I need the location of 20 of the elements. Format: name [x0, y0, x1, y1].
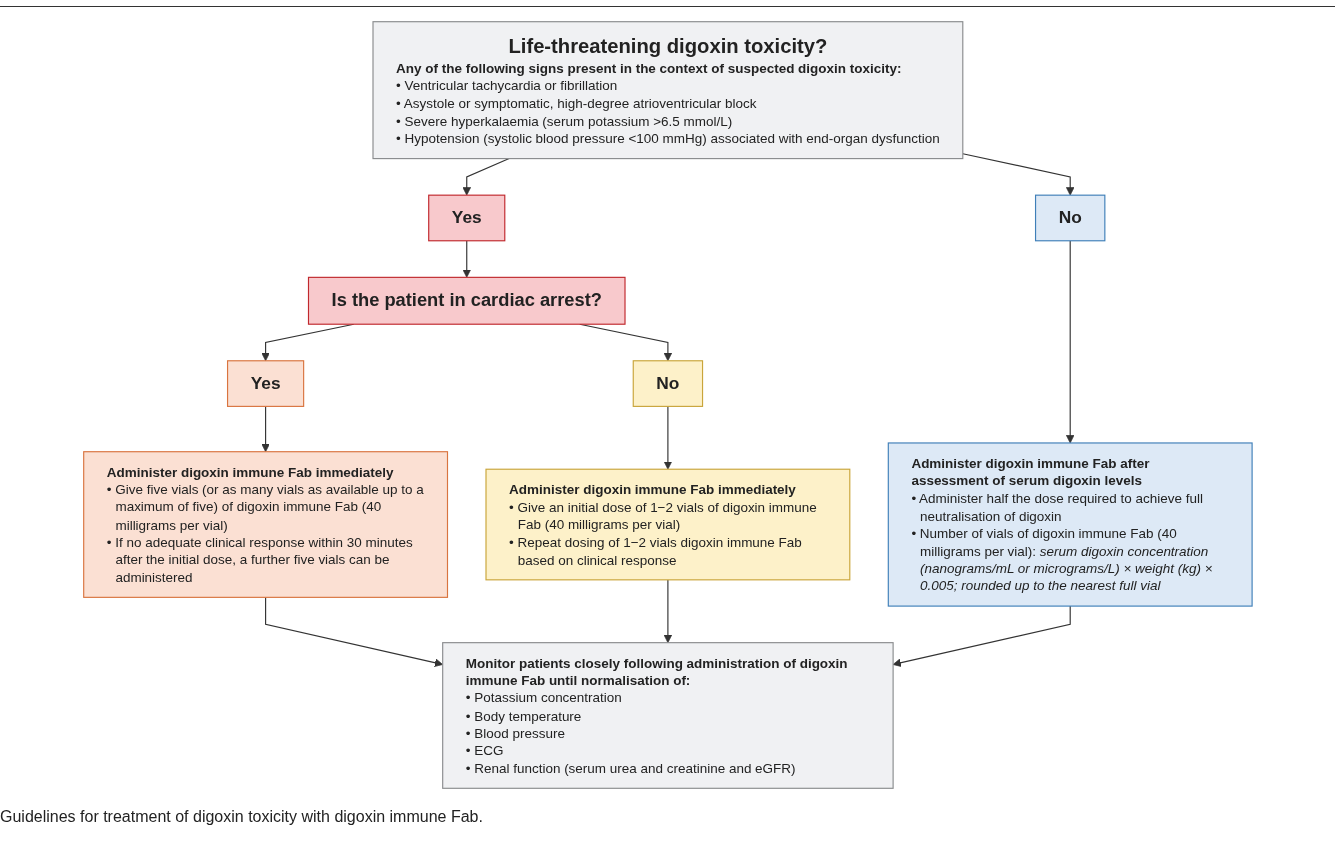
arrow: [264, 596, 443, 667]
caption: Guidelines for treatment of digoxin toxicity with digoxin immune Fab.: [0, 808, 483, 826]
node-box: Administer digoxin immune Fab after assessment of serum digoxin levels • Administer half the dose required to achieve full neutralisation of digoxin • Number of vials of digoxin immune Fab (40 milligrams per vial): serum digoxin concentration (nanograms/mL or micrograms/L) × weight (kg) × 0.005; rounded up to the nearest full vial: [887, 442, 1253, 607]
node-box: Life-threatening digoxin toxicity? Any of the following signs present in the context of suspected digoxin toxicity: • Ventricular tachycardia or fibrillation • Asystole or symptomatic, high-degree atrioventricular block • Severe hyperkalaemia (serum potassium >6.5 mmol/L) • Hypotension (systolic blood pressure <100 mmHg) associated with end-organ dysfunction: [372, 21, 963, 160]
node-box: Administer digoxin immune Fab immediately • Give an initial dose of 1−2 vials of digoxin immune Fab (40 milligrams per vial) • Repeat dosing of 1−2 vials digoxin immune Fab based on clinical response: [485, 468, 850, 581]
arrow: [462, 240, 471, 278]
node-box: No: [1034, 194, 1105, 242]
node-box: Administer digoxin immune Fab immediately • Give five vials (or as many vials as available up to a maximum of five) of digoxin immune Fab (40 milligrams per vial) • If no adequate clinical response within 30 minutes after the initial dose, a further five vials can be administered: [82, 451, 448, 598]
arrow: [663, 579, 672, 644]
node-box: Yes: [427, 194, 505, 242]
node-box: No: [632, 360, 703, 407]
arrow: [892, 605, 1071, 667]
arrow: [260, 405, 270, 453]
arrow: [961, 153, 1075, 196]
arrow: [462, 158, 510, 196]
arrow: [663, 405, 672, 470]
node-box: Monitor patients closely following administration of digoxin immune Fab until normalisation of: • Potassium concentration • Body temperature • Blood pressure • ECG • Renal function (serum urea and creatinine and eGFR): [441, 642, 894, 789]
node-box: Yes: [226, 360, 304, 407]
node-box: Is the patient in cardiac arrest?: [307, 276, 626, 325]
arrow: [1065, 240, 1075, 444]
